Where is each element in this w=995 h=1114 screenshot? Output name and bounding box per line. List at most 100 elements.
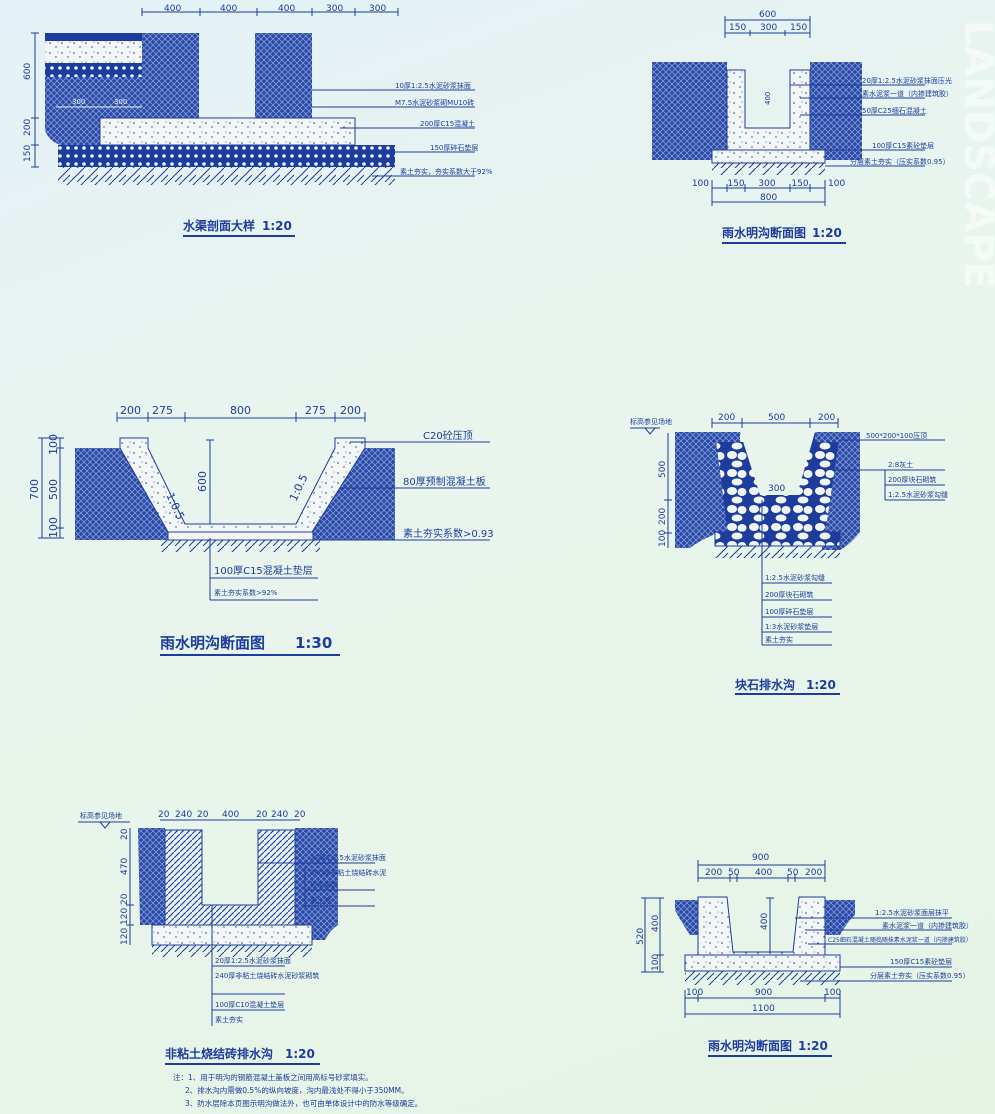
dim: 120 [120,908,130,925]
detail-open-drain-1: 600 150 300 150 400 20厚1:2.5水泥砂浆抹面压光 素水泥… [652,10,953,244]
detail-scale: 1:20 [806,678,836,692]
dim: 50 [787,868,799,878]
dim: 240 [175,810,192,820]
label: 240厚非粘土烧结砖水泥砂浆砌筑 [215,971,319,980]
level-mark: 标高参见场地 [80,811,122,820]
label: 150厚碎石垫层 [430,143,478,152]
label: 素土夯实系数>92% [214,588,278,597]
detail-scale: 1:20 [798,1039,828,1053]
detail-open-drain-2: 200 275 800 275 200 600 1:0.5 1:0.5 700 … [28,404,494,656]
dim: 120 [120,928,130,945]
dim: 20 [294,810,306,820]
label: 80厚预制混凝土板 [403,475,486,488]
dim: 20 [256,810,268,820]
dim: 300 [72,98,85,106]
label: 10厚1:2.5水泥砂浆抹面 [395,81,471,90]
dim: 600 [759,10,776,20]
dim: 200 [23,119,33,136]
dim: 470 [120,858,130,875]
dim: 300 [768,484,785,494]
dim: 500 [658,461,668,478]
dim: 300 [114,98,127,106]
dim: 300 [326,4,343,14]
dim: 200 [120,404,141,417]
label: 50厚C25细石混凝土 [862,106,927,115]
dim: 400 [651,915,661,932]
note: 3、防水层除本页图示明沟做法外，也可由单体设计中的防水等级确定。 [185,1098,422,1108]
dim: 400 [164,4,181,14]
dim: 400 [760,913,770,930]
dim: 200 [818,413,835,423]
label: 20厚1:2.5水泥砂浆抹面 [310,853,386,862]
label: 砂浆砌筑 [310,880,338,889]
dim: 900 [752,853,769,863]
detail-scale: 1:30 [295,634,332,652]
dim: 150 [791,179,808,189]
dim: 100 [828,179,845,189]
label: C25细石混凝土随捣随抹素水泥浆一道（内掺建筑胶） [828,936,972,944]
dim: 20 [197,810,209,820]
dim: 400 [220,4,237,14]
label: 1:2.5水泥砂浆勾缝 [765,573,825,582]
detail-title: 雨水明沟断面图 [160,634,265,652]
dim: 600 [196,471,209,492]
note: 2、排水沟内需做0.5%的纵向坡度，沟内最浅处不得小于350MM。 [185,1085,409,1095]
dim: 100 [47,517,60,538]
label: 20厚1:2.5水泥砂浆抹面 [215,956,291,965]
dim: 150 [23,145,33,162]
detail-stone-drain: 标高参见场地 200 500 200 300 500 200 100 500*2… [630,413,948,695]
dim: 600 [23,63,33,80]
dim: 20 [158,810,170,820]
label: 素土夯实 [215,1015,243,1024]
dim: 275 [152,404,173,417]
dim: 150 [790,23,807,33]
label: 分层素土夯实（压实系数0.95） [870,971,970,980]
dim: 240 [271,810,288,820]
dim: 50 [728,868,740,878]
dim: 150 [727,179,744,189]
dim: 100 [658,530,668,547]
dim: 100 [651,954,661,971]
dim: 100 [686,988,703,998]
dim: 20 [120,828,130,840]
detail-title: 非粘土烧结砖排水沟 [165,1046,273,1061]
detail-title: 雨水明沟断面图 [722,225,806,240]
label: 20厚1:2.5水泥砂浆抹面压光 [862,76,952,85]
label: 1:2.5水泥砂浆面层抹平 [875,908,949,917]
label: 150厚C15素砼垫层 [890,957,952,966]
label: M7.5水泥砂浆砌MU10砖 [395,98,474,107]
dim: 1100 [752,1004,775,1014]
dim: 200 [718,413,735,423]
label: 100厚C15混凝土垫层 [214,564,313,577]
dim: 400 [755,868,772,878]
label: 素土夯实，夯实系数大于92% [400,167,493,176]
label: 100厚碎石垫层 [765,607,813,616]
dim: 700 [28,479,41,500]
dim: 200 [340,404,361,417]
detail-title: 雨水明沟断面图 [708,1038,792,1053]
detail-scale: 1:20 [285,1047,315,1061]
slope-label: 1:0.5 [287,472,311,503]
dim: 800 [230,404,251,417]
dim: 200 [805,868,822,878]
label: 500*200*100压顶 [866,432,927,440]
detail-title: 水渠剖面大样 [183,218,255,233]
label: 素土夯实 [765,635,793,644]
label: 200厚块石砌筑 [765,590,813,599]
label: 240厚非粘土烧结砖水泥 [310,868,386,877]
detail-title: 块石排水沟 [735,677,795,692]
label: 200厚块石砌筑 [888,475,936,484]
dim: 520 [636,928,646,945]
label: 素土夯实系数>0.93 [403,527,494,540]
label: 素水泥浆一道（内掺建筑胶） [882,921,973,930]
label: 素土夯 [310,896,331,905]
label: C20砼压顶 [423,429,473,442]
dim: 300 [758,179,775,189]
label: 2:8灰土 [888,460,913,469]
dim: 800 [760,193,777,203]
dim: 400 [278,4,295,14]
level-mark: 标高参见场地 [630,417,672,426]
dim: 300 [760,23,777,33]
label: 1:2.5水泥砂浆勾缝 [888,490,948,499]
